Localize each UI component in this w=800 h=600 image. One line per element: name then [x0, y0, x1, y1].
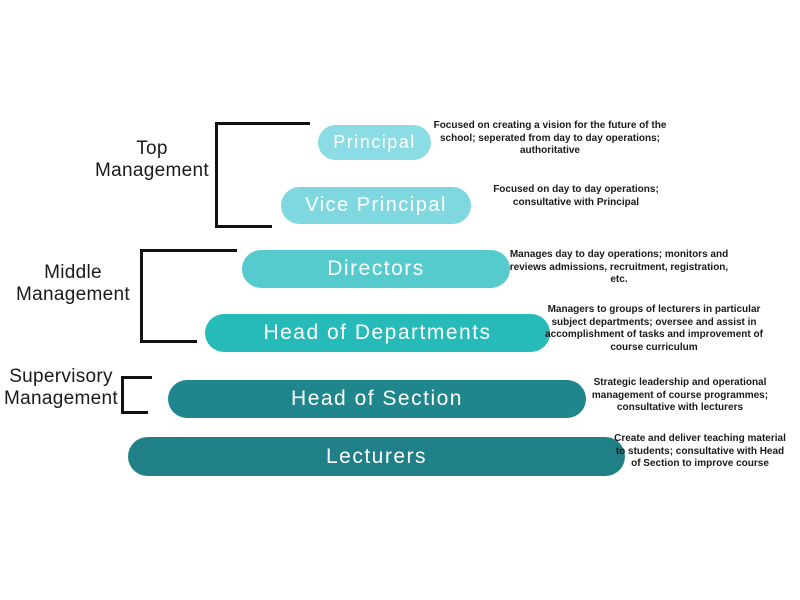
level-description-head-of-section: Strategic leadership and operational man… — [591, 377, 769, 413]
group-label-top-management: Top Management — [95, 138, 209, 182]
level-pill-head-of-departments: Head of Departments — [205, 314, 550, 352]
group-label-supervisory-management: Supervisory Management — [4, 366, 118, 410]
level-title: Principal — [333, 132, 416, 152]
bracket-bottom-arm — [140, 340, 197, 343]
bracket-top-arm — [215, 122, 310, 125]
level-pill-vice-principal: Vice Principal — [281, 187, 471, 224]
bracket-top-arm — [121, 376, 152, 379]
level-pill-lecturers: Lecturers — [128, 437, 625, 476]
bracket-vertical-line — [140, 249, 143, 343]
level-description-directors: Manages day to day operations; monitors … — [509, 249, 729, 285]
bracket-bottom-arm — [121, 411, 148, 414]
level-pill-principal: Principal — [318, 125, 431, 160]
level-title: Lecturers — [325, 444, 428, 468]
level-title: Head of Section — [291, 387, 463, 410]
bracket-vertical-line — [215, 122, 218, 228]
level-description-lecturers: Create and deliver teaching material to … — [614, 433, 786, 469]
level-pill-head-of-section: Head of Section — [168, 380, 586, 418]
level-title: Head of Departments — [263, 321, 492, 344]
bracket-top-arm — [140, 249, 237, 252]
group-label-middle-management: Middle Management — [16, 262, 130, 306]
level-description-vice-principal: Focused on day to day operations; consul… — [493, 184, 659, 208]
bracket-bottom-arm — [215, 225, 272, 228]
bracket-vertical-line — [121, 376, 124, 414]
level-pill-directors: Directors — [242, 250, 510, 288]
level-description-principal: Focused on creating a vision for the fut… — [433, 120, 667, 156]
level-title: Directors — [327, 257, 425, 280]
level-description-head-of-departments: Managers to groups of lecturers in parti… — [545, 304, 763, 353]
level-title: Vice Principal — [305, 194, 447, 216]
